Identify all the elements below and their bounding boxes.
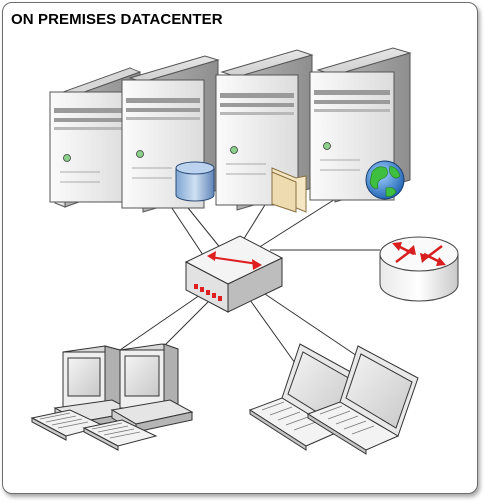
server-database [121,55,220,213]
switch-ports [194,284,222,301]
desktop-2 [82,343,194,451]
folder-icon [271,167,307,213]
globe-icon [365,160,405,200]
link-switch-laptop-2 [261,291,361,359]
server-file [215,49,314,213]
switch-arrow-icon [207,251,262,270]
network-switch [184,235,284,313]
desktop-1 [30,345,137,441]
link-switch-server-file [239,199,269,246]
database-icon [175,161,215,202]
laptop-2 [306,345,419,455]
link-switch-laptop-1 [249,299,301,371]
server-1 [49,67,142,208]
router-arrows-icon [392,242,446,266]
server-web [309,47,412,203]
diagram-title: ON PREMISES DATACENTER [11,11,223,28]
link-switch-desktop-1 [119,294,201,351]
router [379,236,459,302]
keyboard [82,419,158,451]
link-switch-server-web [257,195,341,249]
